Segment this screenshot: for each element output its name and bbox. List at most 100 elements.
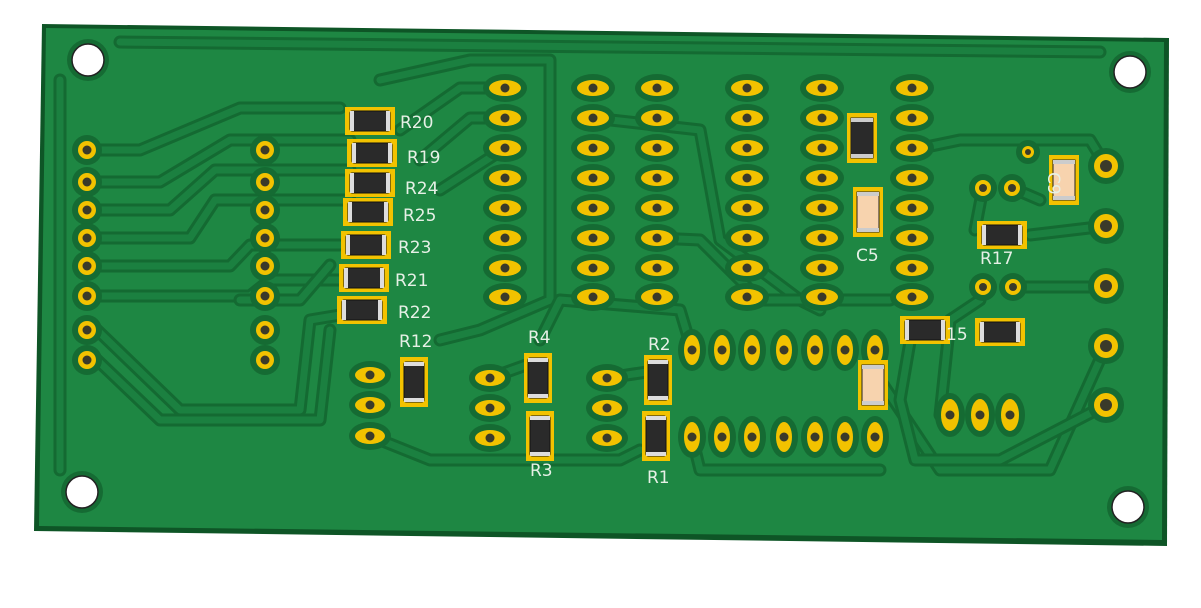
pad-drill	[742, 233, 752, 243]
trace	[366, 432, 644, 464]
pad-drill	[365, 400, 375, 410]
resistor-cap	[386, 173, 390, 193]
label-r4: R4	[528, 328, 551, 348]
resistor-cap	[646, 416, 666, 420]
resistor-body	[647, 359, 669, 401]
mounting-holes	[61, 39, 1151, 528]
resistor-body	[527, 357, 549, 399]
pad-drill	[82, 325, 92, 335]
resistor-body	[904, 319, 946, 341]
pad-drill	[907, 233, 917, 243]
resistor-cap	[352, 143, 356, 163]
resistor-cap	[350, 173, 354, 193]
components	[337, 107, 1079, 461]
pad-drill	[747, 432, 757, 442]
pad-drill	[82, 177, 92, 187]
pad-drill	[652, 173, 662, 183]
pad-drill	[1100, 340, 1112, 352]
label-c5: C5	[856, 246, 879, 266]
resistor-cap	[941, 320, 945, 340]
pad-drill	[588, 173, 598, 183]
pad-drill	[260, 355, 270, 365]
pad-drill	[817, 292, 827, 302]
resistor-cap	[346, 235, 350, 255]
label-r2: R2	[648, 335, 671, 355]
label-15: 15	[946, 325, 968, 345]
resistor-body	[349, 110, 391, 132]
mounting-hole	[1111, 490, 1145, 524]
pad-drill	[810, 432, 820, 442]
pad-drill	[979, 184, 987, 192]
resistor-cap	[348, 202, 352, 222]
label-r25: R25	[403, 206, 436, 226]
pad-drill	[1100, 280, 1112, 292]
resistor-cap	[648, 360, 668, 364]
pad-drill	[485, 373, 495, 383]
capacitor-body	[850, 117, 874, 159]
pad-drill	[602, 403, 612, 413]
mounting-hole	[71, 43, 105, 77]
pad-drill	[742, 83, 752, 93]
capacitor-cap	[851, 118, 873, 122]
resistor-body	[343, 267, 385, 289]
pad-drill	[907, 113, 917, 123]
pad-drill	[687, 345, 697, 355]
pad-drill	[817, 203, 827, 213]
pad-drill	[602, 433, 612, 443]
resistor-cap	[1018, 225, 1022, 245]
resistor-body	[979, 321, 1021, 343]
pad-drill	[365, 370, 375, 380]
resistor-cap	[342, 300, 346, 320]
resistor-cap	[382, 235, 386, 255]
pad-drill	[870, 345, 880, 355]
pad-drill	[742, 292, 752, 302]
capacitor-cap	[1053, 160, 1075, 164]
pad-drill	[747, 345, 757, 355]
capacitor-cap	[857, 192, 879, 196]
pad-drill	[687, 432, 697, 442]
resistor-body	[403, 361, 425, 403]
resistor-cap	[378, 300, 382, 320]
capacitor-body	[856, 191, 880, 233]
pad-drill	[588, 233, 598, 243]
resistor-body	[981, 224, 1023, 246]
pad-drill	[840, 432, 850, 442]
label-r17: R17	[980, 249, 1013, 269]
pad-drill	[717, 432, 727, 442]
pad-drill	[742, 143, 752, 153]
pad-drill	[500, 292, 510, 302]
mounting-hole	[1113, 55, 1147, 89]
pad-drill	[500, 83, 510, 93]
pad-drill	[840, 345, 850, 355]
trace	[91, 136, 354, 186]
pad-drill	[260, 233, 270, 243]
pad-drill	[588, 263, 598, 273]
pad-drill	[588, 113, 598, 123]
pad-drill	[260, 145, 270, 155]
resistor-cap	[404, 398, 424, 402]
pad-drill	[82, 291, 92, 301]
resistor-cap	[905, 320, 909, 340]
pad-drill	[485, 433, 495, 443]
pad-drill	[907, 173, 917, 183]
pad-drill	[82, 355, 92, 365]
pad-drill	[652, 292, 662, 302]
pad-drill	[1009, 283, 1017, 291]
resistor-cap	[528, 394, 548, 398]
pad-drill	[817, 233, 827, 243]
resistor-body	[351, 142, 393, 164]
label-r21: R21	[395, 271, 428, 291]
pad-drill	[260, 205, 270, 215]
trace	[91, 166, 354, 214]
pad-drill	[979, 283, 987, 291]
capacitor-body	[861, 364, 885, 406]
pad-drill	[588, 143, 598, 153]
capacitor-cap	[851, 154, 873, 158]
trace	[536, 296, 696, 354]
label-c9: C9	[1043, 172, 1063, 195]
resistor-cap	[344, 268, 348, 288]
trace	[116, 38, 1104, 56]
pad-drill	[817, 113, 827, 123]
pad-drill	[500, 203, 510, 213]
